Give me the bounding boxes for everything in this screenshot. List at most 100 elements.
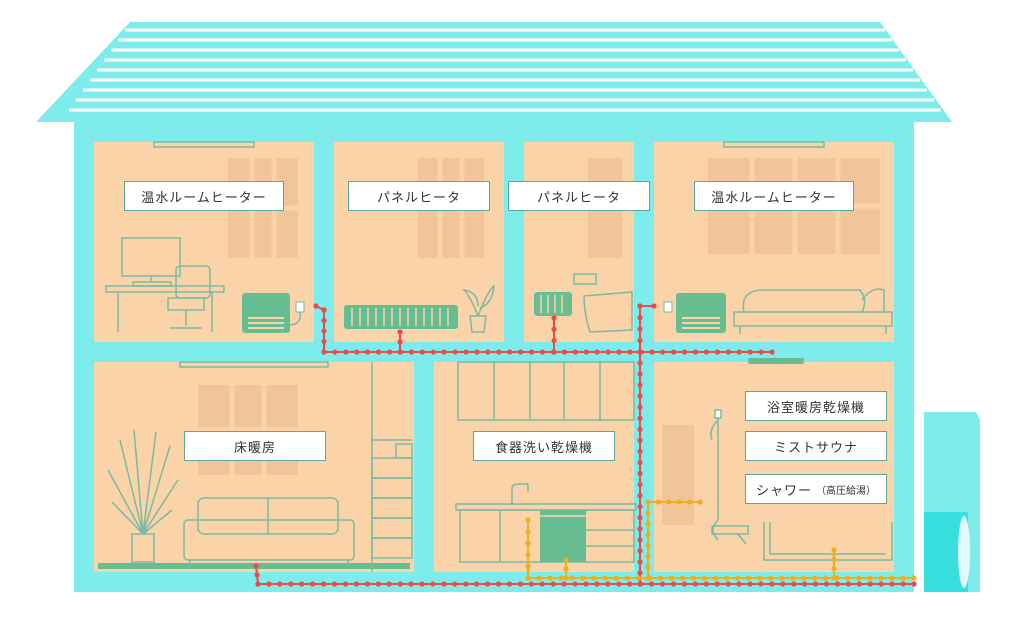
- pipe-dot: [657, 575, 663, 581]
- pipe-dot: [277, 581, 283, 587]
- pipe-dot: [668, 575, 674, 581]
- pipe-dot: [591, 575, 597, 581]
- pipe-dot: [637, 481, 643, 488]
- pipe-dot: [563, 575, 569, 581]
- pipe-dot: [313, 303, 319, 309]
- pipe-dot: [397, 581, 403, 587]
- label-floor-heating: 床暖房: [184, 431, 326, 461]
- desk-computer: [105, 237, 225, 332]
- pipe-dot: [627, 349, 633, 355]
- pipe-dot: [452, 349, 458, 355]
- pipe-dot: [692, 581, 698, 587]
- pipe-dot: [769, 581, 775, 587]
- pipe-dot: [321, 338, 327, 345]
- label-room-heater-left: 温水ルームヒーター: [124, 181, 284, 211]
- pipe-dot: [266, 581, 272, 587]
- pipe-dot: [254, 572, 260, 578]
- toilet: [573, 273, 633, 333]
- pipe-dot: [637, 570, 643, 576]
- pipe-dot: [758, 349, 764, 355]
- pipe-dot: [255, 581, 261, 587]
- pipe-dot: [525, 529, 531, 535]
- pipe-dot: [386, 581, 392, 587]
- pipe-dot: [637, 515, 643, 521]
- pipe-dot: [551, 326, 557, 332]
- pipe-dot: [569, 575, 575, 581]
- pipe-dot: [645, 542, 651, 549]
- pipe-dot: [376, 349, 382, 355]
- shower-note: （高圧給湯）: [816, 485, 876, 497]
- pipe-dot: [637, 337, 643, 344]
- pipe-dot: [867, 575, 873, 581]
- pipe-dot: [790, 575, 796, 581]
- pipe-dot: [441, 581, 447, 587]
- pipe-dot: [687, 499, 693, 505]
- pipe-dot: [637, 404, 643, 410]
- pipe-dot: [747, 349, 753, 355]
- pipe-dot: [506, 581, 513, 587]
- pipe-dot: [714, 349, 720, 355]
- pipe-dot: [495, 581, 502, 587]
- label-dishwasher: 食器洗い乾燥機: [473, 431, 615, 461]
- pipe-dot: [397, 329, 403, 335]
- outdoor-heat-source-unit: [924, 412, 980, 592]
- pipe-dot: [670, 581, 677, 587]
- pipe-dot: [547, 575, 553, 581]
- label-bath-dryer: 浴室暖房乾燥機: [745, 391, 887, 421]
- pipe-dot: [831, 547, 837, 553]
- pipe-dot: [645, 521, 651, 527]
- pipe-dot: [645, 564, 651, 570]
- pipe-dot: [690, 575, 697, 581]
- pipe-dot: [529, 349, 535, 355]
- label-mist-sauna: ミストサウナ: [745, 431, 887, 461]
- pipe-dot: [253, 563, 259, 569]
- pipe-dot: [813, 581, 819, 587]
- pipe-dot: [613, 575, 619, 581]
- pipe-dot: [375, 581, 381, 587]
- shower-fixture: [710, 409, 749, 545]
- pipe-dot: [408, 349, 415, 355]
- pipe-dot: [747, 581, 753, 587]
- pipe-dot: [712, 575, 719, 581]
- pipe-dot: [723, 575, 730, 581]
- pipe-dot: [563, 566, 569, 572]
- pipe-dot: [671, 349, 677, 355]
- pipe-dot: [528, 581, 534, 587]
- pipe-dot: [659, 581, 666, 587]
- pipe-dot: [624, 575, 630, 581]
- pipe-dot: [637, 314, 643, 321]
- label-shower: シャワー（高圧給湯）: [745, 474, 887, 504]
- pipe-dot: [507, 349, 513, 355]
- pipe-dot: [812, 575, 818, 581]
- pipe-dot: [768, 575, 774, 581]
- pipe-dot: [831, 575, 837, 581]
- pipe-dot: [637, 303, 643, 309]
- pipe-dot: [878, 581, 884, 587]
- pipe-dot: [561, 349, 567, 355]
- pipe-dot: [645, 575, 651, 581]
- pipe-dot: [441, 349, 447, 355]
- pipe-dot: [736, 349, 742, 355]
- pipe-dot: [580, 575, 586, 581]
- pipe-dot: [561, 581, 567, 587]
- pipe-dot: [558, 575, 564, 581]
- pipe-dot: [637, 470, 643, 477]
- pipe-dot: [343, 349, 349, 355]
- pipe-dot: [332, 349, 338, 355]
- pipe-dot: [637, 459, 643, 466]
- pipe-dot: [801, 575, 807, 581]
- pipe-dot: [496, 349, 502, 355]
- bed: [733, 288, 893, 334]
- pipe-dot: [550, 581, 556, 587]
- pipe-dot: [397, 339, 403, 345]
- pipe-dot: [856, 581, 862, 587]
- pipe-dot: [452, 581, 458, 587]
- pipe-dot: [823, 581, 830, 587]
- pipe-dot: [525, 575, 531, 581]
- pipe-dot: [889, 581, 895, 587]
- pipe-dot: [299, 581, 305, 587]
- dishwasher-unit: [540, 510, 586, 562]
- pipe-dot: [679, 575, 686, 581]
